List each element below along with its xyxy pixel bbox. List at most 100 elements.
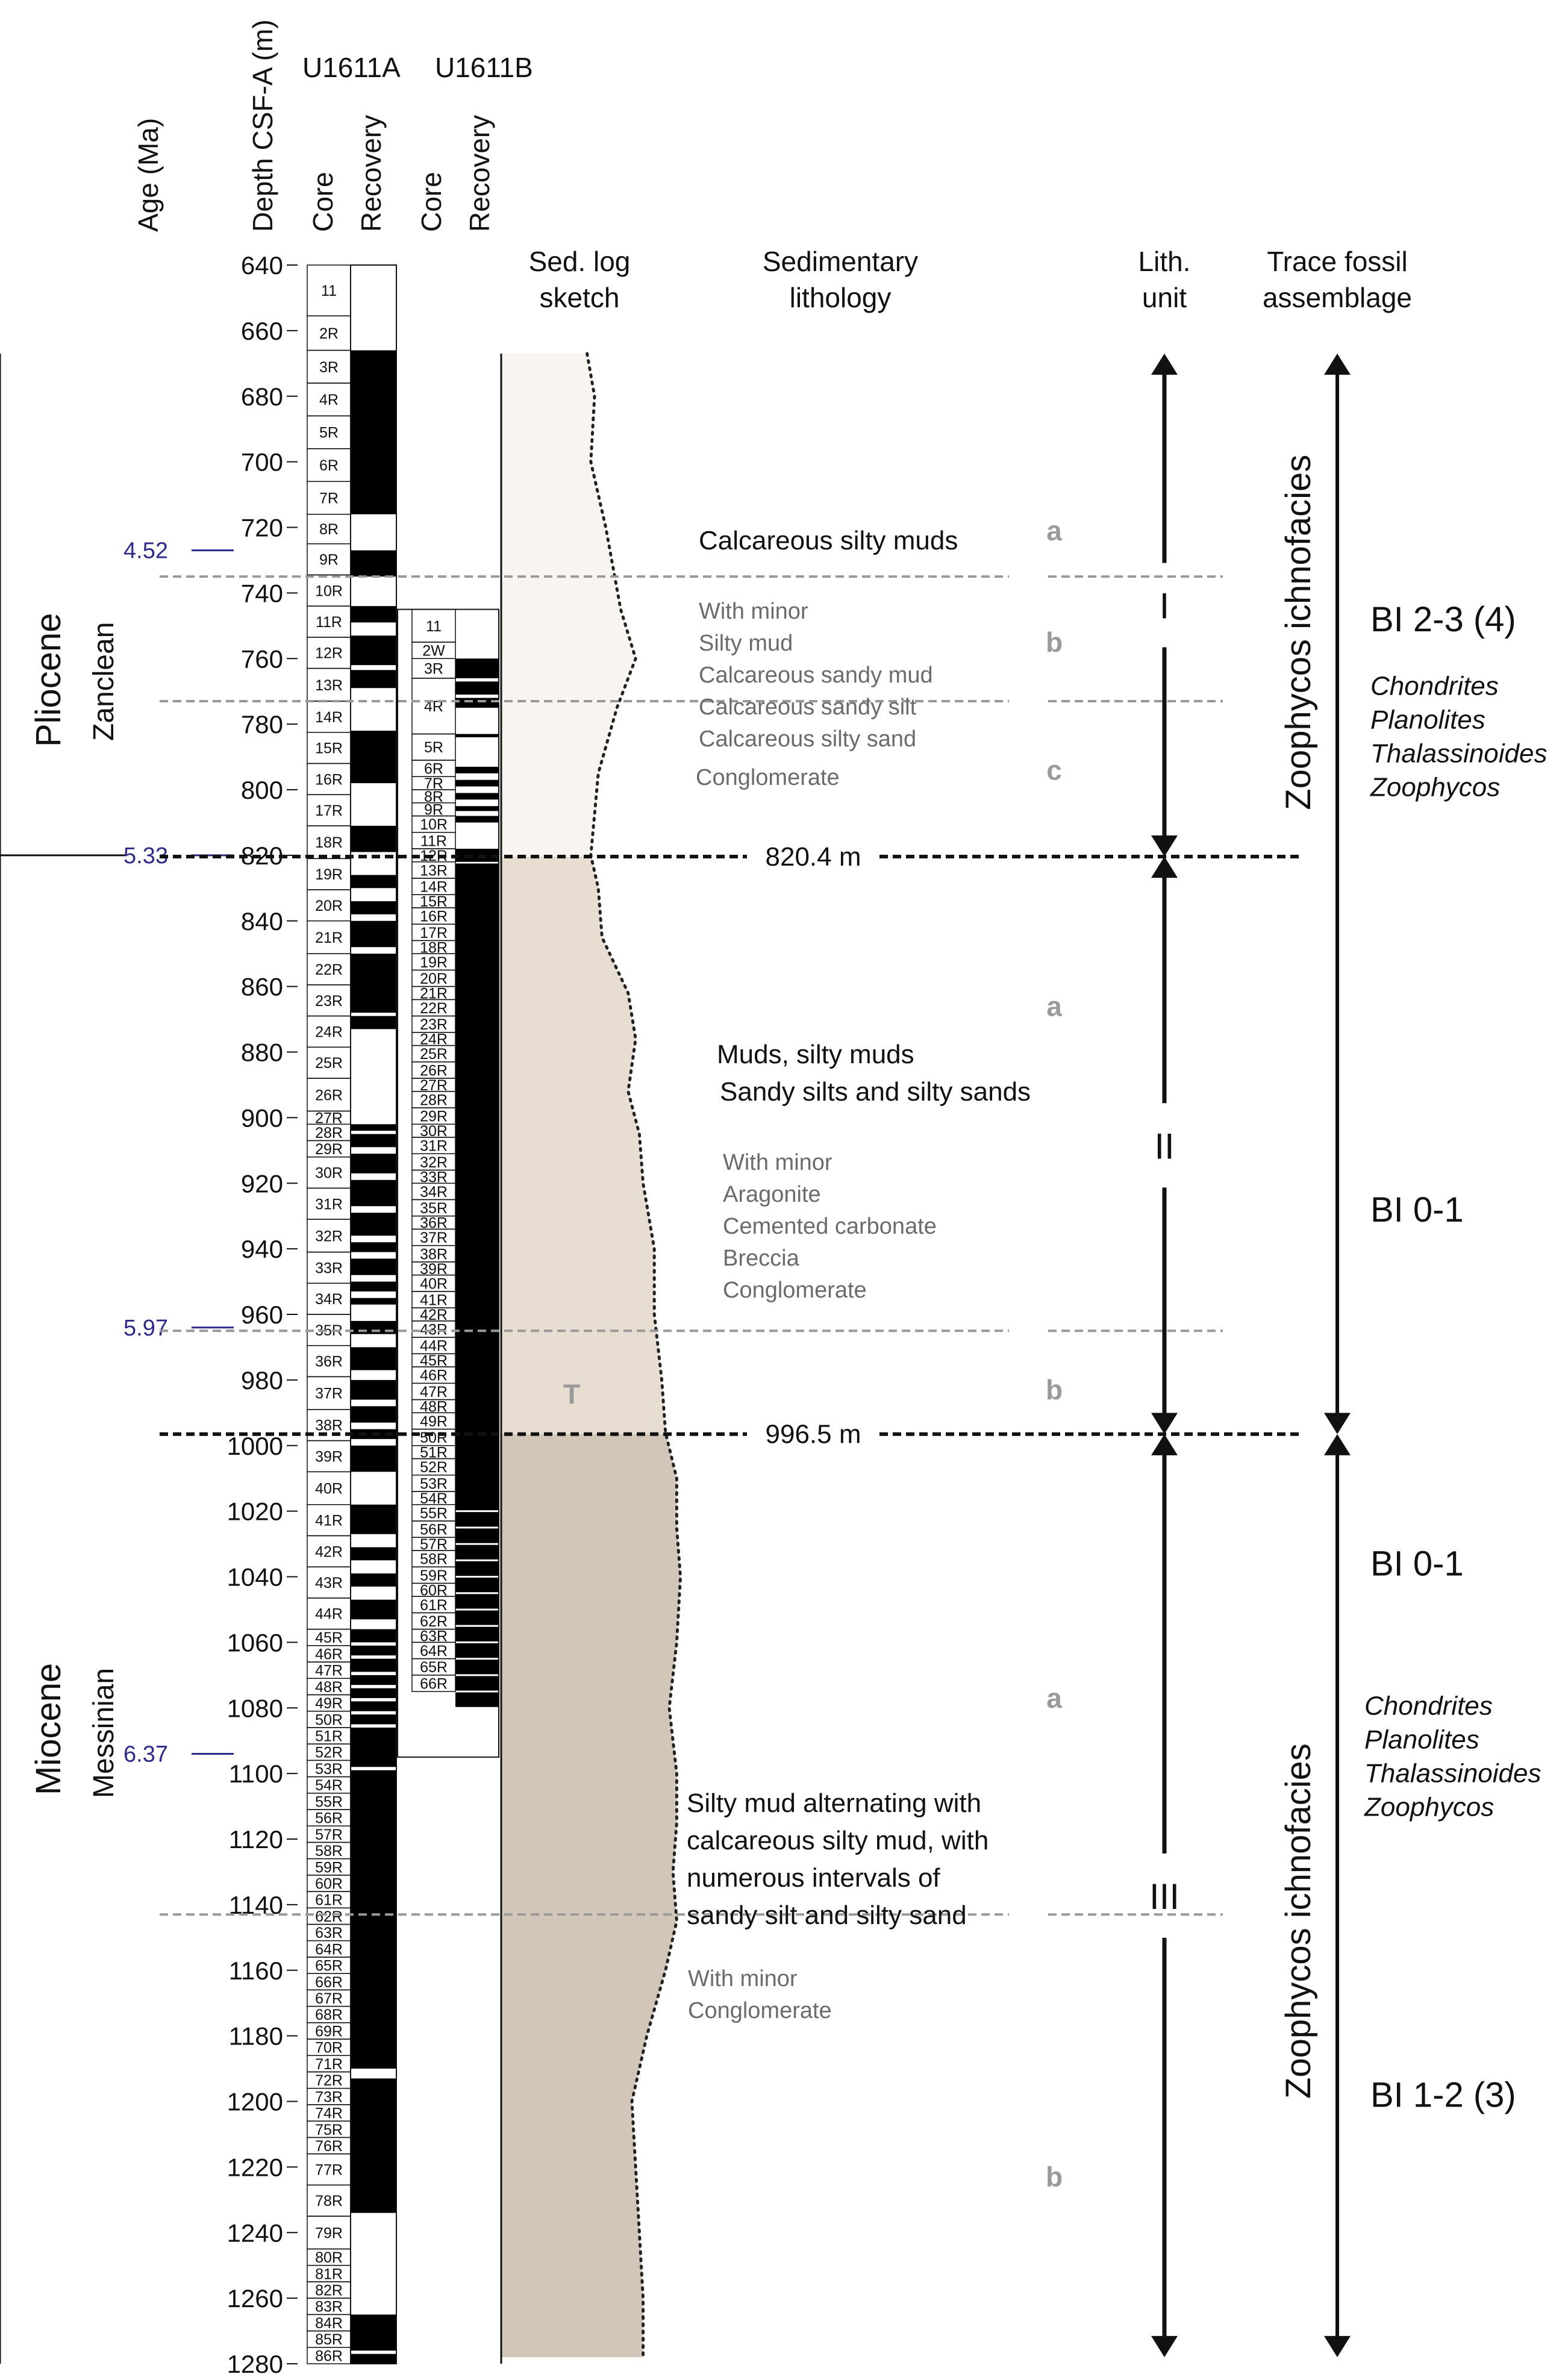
depth-tick-label: 1160 <box>229 1957 283 1985</box>
hole-b-core-label: 62R <box>420 1613 448 1630</box>
hole-a-core-label: 16R <box>315 771 343 788</box>
unit-iii-main-1: Silty mud alternating with <box>687 1788 981 1818</box>
hole-a-core-label: 36R <box>315 1354 343 1370</box>
depth-tick-label: 980 <box>241 1366 283 1395</box>
hole-a-recovery-interval <box>351 1701 396 1711</box>
hole-b-core-label: 41R <box>420 1292 448 1309</box>
hole-b-core-label: 37R <box>420 1229 448 1246</box>
hole-a-core-label: 53R <box>315 1761 343 1778</box>
hole-b-core-label: 5R <box>424 739 443 756</box>
hole-a-core-label: 48R <box>315 1679 343 1696</box>
trace-fossil-arrow-head-down <box>1324 1413 1351 1434</box>
hole-b-core-label: 38R <box>420 1246 448 1263</box>
sed-lithology-header-line2: lithology <box>790 282 892 313</box>
hole-b-core-label: 56R <box>420 1522 448 1538</box>
hole-a-recovery-interval <box>351 2078 396 2213</box>
depth-tick-label: 1100 <box>229 1760 283 1788</box>
hole-a-core-label: 59R <box>315 1859 343 1876</box>
lithology-descriptions: Calcareous silty muds With minor Silty m… <box>687 526 1031 2023</box>
trace-fossil-ichnofacies-label: Zoophycos ichnofacies <box>1279 455 1318 810</box>
hole-a-core-label: 60R <box>315 1875 343 1892</box>
hole-b-core-label: 16R <box>420 908 448 925</box>
unit-ii-minor-2: Cemented carbonate <box>723 1214 937 1239</box>
hole-a-recovery-interval <box>351 1242 396 1252</box>
hole-a-core-label: 66R <box>315 1974 343 1991</box>
hole-a-core-label: 52R <box>315 1744 343 1761</box>
hole-b-core-label: 6R <box>424 761 443 778</box>
hole-a-core-label: 74R <box>315 2105 343 2122</box>
hole-a-core-label: 21R <box>315 929 343 946</box>
hole-b-core-label: 28R <box>420 1092 448 1108</box>
trace-fossil-header-line2: assemblage <box>1263 282 1412 313</box>
sub-unit-letter: a <box>1046 1682 1062 1714</box>
hole-b-core-label: 47R <box>420 1384 448 1401</box>
hole-a-core-label: 26R <box>315 1087 343 1104</box>
hole-a-recovery-interval <box>351 1573 396 1587</box>
age-label: 4.52 <box>123 539 168 564</box>
hole-a-recovery-interval <box>351 901 396 914</box>
stage-messinian: Messinian <box>88 1668 120 1798</box>
hole-b-recovery-interval <box>455 793 499 800</box>
hole-a-core-label: 12R <box>315 645 343 662</box>
depth-header: Depth CSF-A (m) <box>247 19 278 232</box>
hole-a-recovery-interval <box>351 1675 396 1685</box>
hole-a-recovery-interval <box>351 1406 396 1423</box>
hole-a-core-label: 68R <box>315 2007 343 2023</box>
hole-a-recovery-interval <box>351 1714 396 1725</box>
hole-b-recovery-interval <box>455 658 499 678</box>
depth-tick-label: 1040 <box>227 1563 283 1591</box>
sed-log-header-line2: sketch <box>540 282 620 313</box>
hole-a-core-label: 11R <box>316 614 342 631</box>
hole-b-core-box <box>411 1675 456 1692</box>
hole-a-header: U1611A <box>302 52 401 83</box>
hole-b-recovery-interval <box>455 848 499 862</box>
hole-a-core-label: 24R <box>315 1023 343 1040</box>
hole-a-recovery-interval <box>351 1258 396 1275</box>
hole-a-recovery-interval <box>351 1213 396 1236</box>
hole-a-core-label: 54R <box>315 1777 343 1794</box>
hole-a-core-label: 63R <box>315 1925 343 1941</box>
hole-a-core-label: 31R <box>315 1196 343 1213</box>
unit-ii-minor-4: Conglomerate <box>723 1278 867 1303</box>
hole-a-core-label: 41R <box>315 1513 343 1529</box>
hole-a-core-label: 56R <box>315 1810 343 1827</box>
hole-a-recovery-interval <box>351 1629 396 1643</box>
hole-b-core-label: 17R <box>420 925 448 942</box>
age-label: 5.97 <box>123 1316 168 1341</box>
lith-unit-header-line2: unit <box>1142 282 1187 313</box>
recovery-b-header: Recovery <box>464 115 495 232</box>
column-headers: Age (Ma) Depth CSF-A (m) U1611A U1611B C… <box>133 19 1412 313</box>
hole-b-core-label: 44R <box>420 1338 448 1355</box>
stage-zanclean: Zanclean <box>88 622 120 741</box>
hole-a-recovery-interval <box>351 1727 396 1767</box>
unit-ii-minor-3: Breccia <box>723 1246 800 1271</box>
hole-a-recovery-interval <box>351 636 396 666</box>
hole-u1611b-column: 112W3R4R5R6R7R8R9R10R11R12R13R14R15R16R1… <box>397 608 499 1758</box>
hole-b-core-label: 35R <box>420 1200 448 1217</box>
trace-fossil-arrow-head-down <box>1324 2335 1351 2358</box>
hole-a-core-label: 80R <box>315 2249 343 2266</box>
depth-tick-label: 900 <box>241 1104 283 1132</box>
hole-b-core-label: 58R <box>420 1551 448 1568</box>
hole-a-recovery-interval <box>351 1379 396 1400</box>
hole-a-core-label: 64R <box>315 1941 343 1958</box>
hole-a-recovery-interval <box>351 1504 396 1534</box>
depth-tick-label: 840 <box>241 907 283 935</box>
hole-a-core-label: 67R <box>315 1990 343 2007</box>
sub-unit-letter: a <box>1046 990 1062 1022</box>
unit-iii-minor-1: Conglomerate <box>688 1998 832 2023</box>
depth-tick-label: 1280 <box>227 2350 283 2377</box>
hole-a-recovery-interval <box>351 1445 396 1472</box>
hole-b-core-label: 32R <box>420 1154 448 1171</box>
hole-a-recovery-interval <box>351 2354 396 2364</box>
depth-axis: 6406606807007207407607808008208408608809… <box>227 251 298 2377</box>
bioturbation-index-label: BI 0-1 <box>1370 1190 1464 1229</box>
hole-a-core-label: 32R <box>315 1228 343 1245</box>
unit-iii-main-3: numerous intervals of <box>687 1863 940 1893</box>
sedimentary-log-sketch: T <box>500 352 682 2364</box>
hole-a-recovery-interval <box>351 550 396 577</box>
hole-b-core-label: 55R <box>420 1505 448 1522</box>
